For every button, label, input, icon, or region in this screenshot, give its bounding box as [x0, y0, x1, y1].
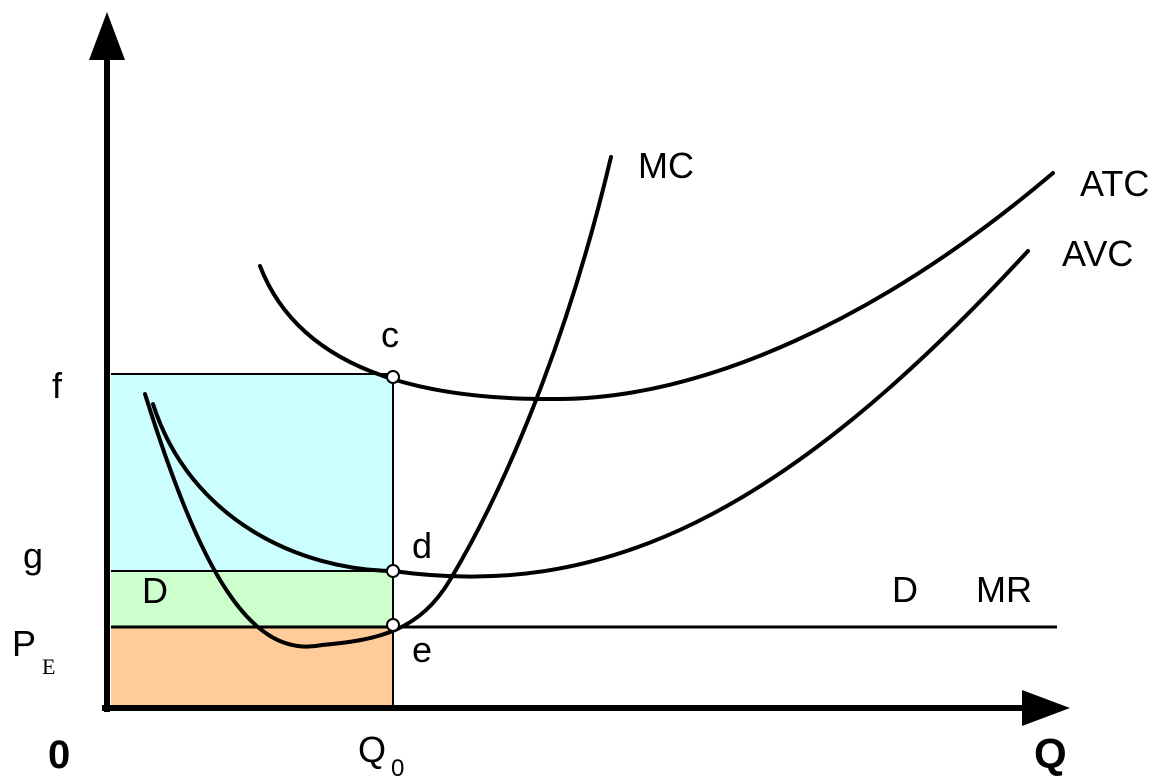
- mc-label: MC: [638, 145, 694, 186]
- point-e-marker: [386, 618, 400, 632]
- f-label: f: [52, 365, 63, 406]
- mr-label: MR: [976, 569, 1032, 610]
- mc-curve: [143, 155, 613, 649]
- point-e-label: e: [412, 629, 432, 670]
- x-axis-label: Q: [1034, 730, 1067, 777]
- revenue-area: [111, 627, 393, 708]
- avc-curve: [151, 249, 1030, 579]
- demand-line-label: D: [892, 569, 918, 610]
- atc-label: ATC: [1080, 163, 1149, 204]
- pe-label: P E: [12, 623, 55, 679]
- atc-curve: [258, 171, 1055, 402]
- x-axis-arrowhead: [1022, 690, 1070, 726]
- point-c-label: c: [381, 314, 399, 355]
- avc-label: AVC: [1062, 233, 1133, 274]
- q0-label: Q 0: [358, 729, 404, 782]
- fixed-cost-area: [111, 571, 393, 627]
- total-cost-area: [111, 374, 393, 571]
- q0-label-sub: 0: [391, 755, 404, 782]
- pe-label-sub: E: [42, 654, 55, 679]
- point-d-marker: [386, 564, 400, 578]
- point-c-marker: [386, 370, 400, 384]
- origin-label: 0: [48, 733, 70, 777]
- demand-area-label: D: [142, 570, 168, 611]
- point-d-label: d: [412, 525, 432, 566]
- q0-label-base: Q: [358, 729, 386, 770]
- pe-label-base: P: [12, 623, 36, 664]
- g-label: g: [23, 535, 43, 576]
- y-axis-arrowhead: [89, 12, 125, 60]
